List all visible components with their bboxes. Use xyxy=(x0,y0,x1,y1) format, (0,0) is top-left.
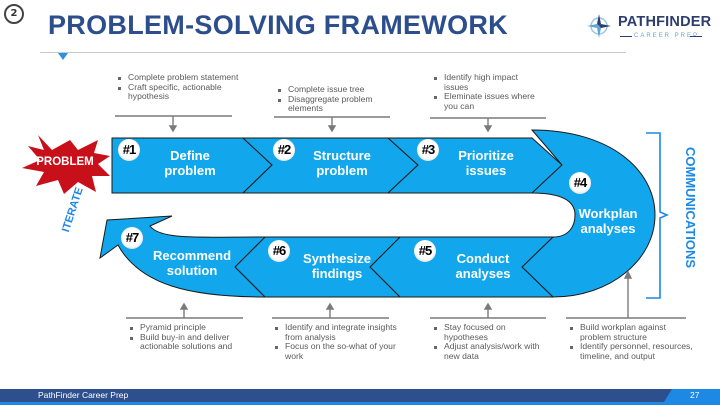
step-5-number: #5 xyxy=(414,240,436,262)
problem-burst-shape xyxy=(22,135,110,194)
note-item: Complete problem statement xyxy=(116,72,241,83)
note-item: Pyramid principle xyxy=(128,322,243,333)
note-item: Identify and integrate insights from ana… xyxy=(273,322,398,342)
step-1-label-line2: problem xyxy=(164,163,216,178)
section-number-badge: 2 xyxy=(4,4,24,24)
step-2-number: #2 xyxy=(273,139,295,161)
step-6-label-line1: Synthesize xyxy=(303,251,371,266)
note-item: Identify personnel, resources, timeline,… xyxy=(568,341,693,361)
page-title: PROBLEM-SOLVING FRAMEWORK xyxy=(48,10,508,40)
compass-logo-icon xyxy=(587,14,611,38)
step-5-label-line2: analyses xyxy=(455,266,511,281)
step-3-notes: Identify high impact issues Eleminate is… xyxy=(432,72,542,111)
footer-accent xyxy=(0,402,720,405)
title-divider xyxy=(40,52,626,53)
step-3-label-line2: issues xyxy=(465,163,507,178)
note-item: Stay focused on hypotheses xyxy=(432,322,547,342)
footer-page-tab xyxy=(664,389,720,402)
footer-company: PathFinder Career Prep xyxy=(38,390,129,400)
step-2-notes: Complete issue tree Disaggregate problem… xyxy=(276,84,391,114)
logo-rule-right xyxy=(690,36,702,37)
step-7-number: #7 xyxy=(121,227,143,249)
note-item: Build workplan against problem structure xyxy=(568,322,693,342)
step-5-label-line1: Conduct xyxy=(456,251,510,266)
note-item: Craft specific, actionable hypothesis xyxy=(116,82,241,102)
step-2-label-line2: problem xyxy=(316,163,368,178)
step-4-u-turn xyxy=(521,129,656,298)
note-item: Identify high impact issues xyxy=(432,72,542,92)
note-item: Eleminate issues where you can xyxy=(432,91,542,111)
step-1-notes: Complete problem statement Craft specifi… xyxy=(116,72,241,102)
step-6-notes: Identify and integrate insights from ana… xyxy=(273,322,398,361)
footer-bar xyxy=(0,389,720,402)
note-item: Focus on the so-what of your work xyxy=(273,341,398,361)
note-item: Disaggregate problem elements xyxy=(276,94,391,114)
note-item: Complete issue tree xyxy=(276,84,391,95)
step-3-number: #3 xyxy=(417,139,439,161)
communications-bracket xyxy=(646,132,670,299)
title-marker-icon xyxy=(58,53,68,60)
step-1-number: #1 xyxy=(118,139,140,161)
step-7-label-line1: Recommend xyxy=(152,248,232,263)
step-1-label-line1: Define xyxy=(170,148,210,163)
note-item: Build buy-in and deliver actionable solu… xyxy=(128,332,243,352)
step-7-notes: Pyramid principle Build buy-in and deliv… xyxy=(128,322,243,352)
note-item: Adjust analysis/work with new data xyxy=(432,341,547,361)
step-2-label-line1: Structure xyxy=(313,148,371,163)
step-4-label-line2: analyses xyxy=(580,221,636,236)
step-4-notes: Build workplan against problem structure… xyxy=(568,322,693,361)
page-number: 27 xyxy=(690,390,700,400)
step-6-label-line2: findings xyxy=(311,266,363,281)
step-7-label-line2: solution xyxy=(166,263,218,278)
communications-label: COMMUNICATIONS xyxy=(683,147,698,269)
step-6-number: #6 xyxy=(268,240,290,262)
step-3-label-line1: Prioritize xyxy=(458,148,514,163)
logo-rule-left xyxy=(620,36,632,37)
step-4-number: #4 xyxy=(569,172,591,194)
logo-tagline: CAREER PREP xyxy=(634,33,700,39)
step-5-notes: Stay focused on hypotheses Adjust analys… xyxy=(432,322,547,361)
problem-label: PROBLEM xyxy=(36,156,94,168)
step-4-label-line1: Workplan xyxy=(578,206,638,221)
logo-wordmark: PATHFINDER xyxy=(618,14,712,30)
